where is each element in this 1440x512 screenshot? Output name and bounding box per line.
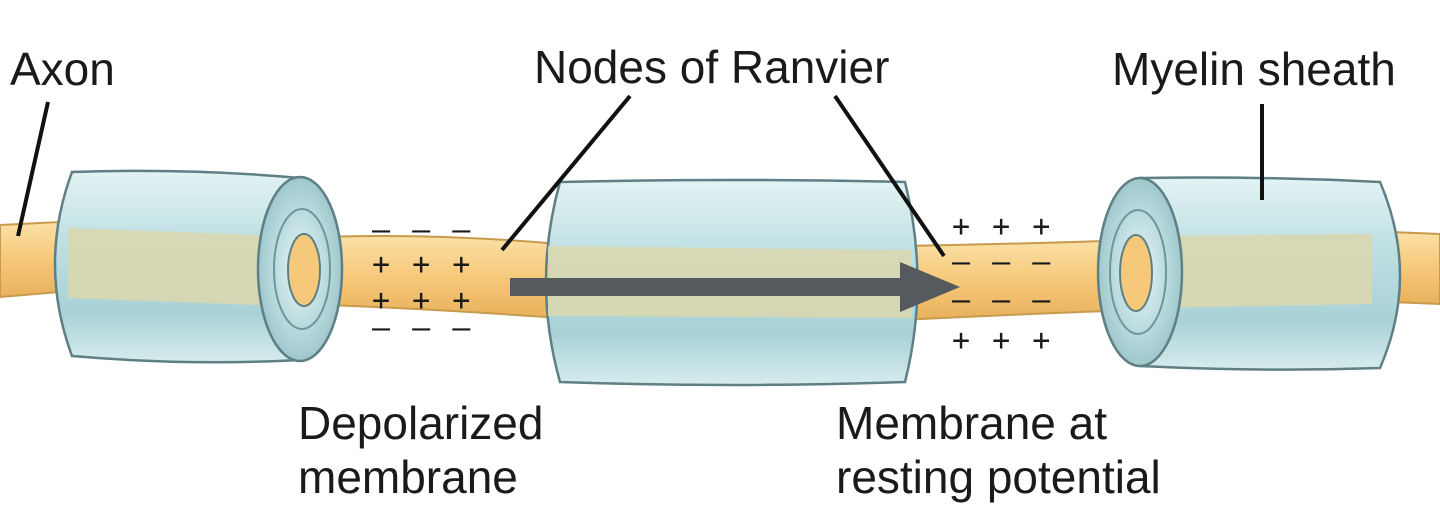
resting-potential-label-line2: resting potential	[836, 451, 1161, 503]
depolarized-minus-top: – – –	[372, 213, 472, 248]
depolarized-plus-lower: + + +	[372, 283, 472, 318]
resting-potential-label-line1: Membrane at	[836, 397, 1108, 449]
myelin-segment-left	[53, 169, 344, 364]
conduction-arrow	[510, 262, 960, 312]
leader-lines	[16, 94, 1264, 258]
resting-minus-lower: – – –	[952, 283, 1052, 318]
myelin-segment-right	[1096, 176, 1402, 371]
resting-plus-bottom: + + +	[952, 323, 1052, 358]
resting-plus-top: + + +	[952, 209, 1052, 244]
depolarized-minus-bottom: – – –	[372, 311, 472, 346]
nodes-leader-right	[833, 94, 946, 258]
axon-label: Axon	[10, 43, 115, 95]
depolarized-membrane-label-line1: Depolarized	[298, 397, 544, 449]
depolarized-membrane-label-line2: membrane	[298, 451, 518, 503]
resting-minus-upper: – – –	[952, 245, 1052, 280]
axon-leader	[16, 101, 50, 237]
nodes-leader-left	[500, 94, 632, 252]
depolarized-charges: – – – + + + + + + – – –	[372, 213, 472, 346]
nodes-of-ranvier-label: Nodes of Ranvier	[534, 41, 890, 93]
depolarized-plus-upper: + + +	[372, 247, 472, 282]
axon-core	[0, 220, 1440, 322]
resting-charges: + + + – – – – – – + + +	[952, 209, 1052, 358]
myelin-sheath-label: Myelin sheath	[1112, 43, 1396, 95]
